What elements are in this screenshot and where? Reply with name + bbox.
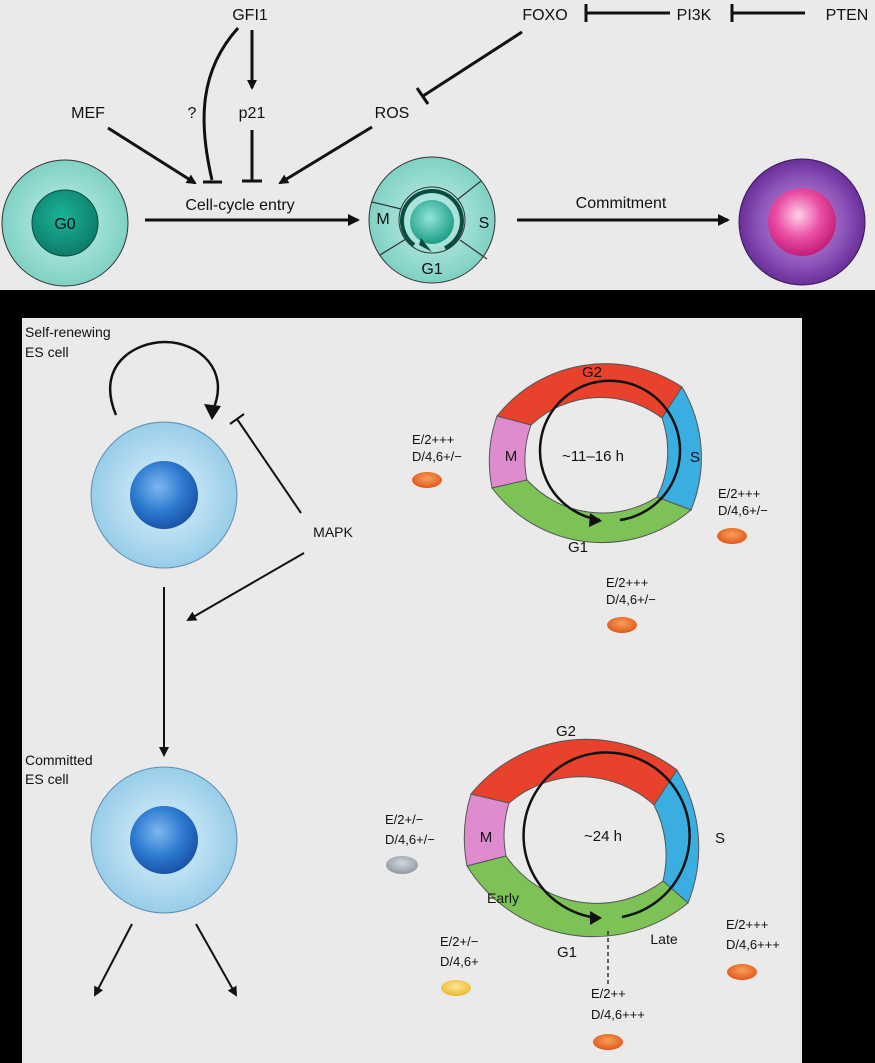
p21-label: p21 bbox=[239, 105, 266, 122]
ros-label: ROS bbox=[375, 105, 410, 122]
g0-label: G0 bbox=[54, 216, 75, 233]
s-label: S bbox=[690, 449, 700, 466]
m-label: M bbox=[480, 829, 493, 846]
committed-es-cell bbox=[90, 766, 238, 914]
m-cyclin-dot bbox=[386, 856, 418, 874]
commitment-label: Commitment bbox=[576, 195, 667, 212]
pi3k-label: PI3K bbox=[677, 7, 712, 24]
g2-label: G2 bbox=[582, 364, 602, 381]
cell-cycle-entry-label: Cell-cycle entry bbox=[185, 197, 294, 214]
m-phase-label: M bbox=[376, 211, 389, 228]
question-label: ? bbox=[188, 105, 197, 122]
foxo-label: FOXO bbox=[522, 7, 567, 24]
late-label: Late bbox=[650, 931, 677, 947]
g1-cyclin-dot bbox=[607, 617, 637, 633]
g1-segment bbox=[491, 479, 692, 544]
s-note-line1: E/2+++ bbox=[718, 486, 760, 501]
cycle-direction-arc bbox=[522, 751, 691, 920]
self-renewing-label-2: ES cell bbox=[25, 344, 69, 360]
cycling-nucleus bbox=[410, 200, 454, 244]
late-note-line1: E/2+++ bbox=[726, 917, 768, 932]
g1-note-line2: D/4,6+/− bbox=[606, 592, 656, 607]
g2-segment bbox=[470, 738, 678, 806]
foxo-inhibit-bar bbox=[415, 87, 430, 105]
es-cell-nucleus bbox=[130, 461, 198, 529]
cycle-direction-head bbox=[419, 238, 432, 252]
m-note-line2: D/4,6+/− bbox=[385, 832, 435, 847]
g1-note-line1: E/2+++ bbox=[606, 575, 648, 590]
committed-cell-cycle: G2 M S G1 Early Late ~24 h E/2+/− D/4,6+… bbox=[385, 723, 780, 1050]
cycle-divider bbox=[371, 201, 402, 210]
quiescent-hsc: G0 bbox=[1, 159, 129, 287]
early-note-line1: E/2+/− bbox=[440, 934, 478, 949]
mapk-label: MAPK bbox=[313, 524, 353, 540]
mef-to-entry-arrow bbox=[107, 126, 197, 185]
mapk-inhibit-bar bbox=[229, 413, 245, 425]
gfi1-label: GFI1 bbox=[232, 7, 268, 24]
committed-es-nucleus bbox=[130, 806, 198, 874]
cycle-divider bbox=[379, 238, 407, 256]
cycle-divider bbox=[459, 239, 488, 260]
cycle-duration: ~24 h bbox=[584, 828, 622, 845]
s-label: S bbox=[715, 830, 725, 847]
cycle-direction-arc bbox=[399, 188, 464, 250]
committed-nucleus bbox=[768, 188, 836, 256]
self-renewal-arrowhead bbox=[204, 404, 221, 420]
m-note-line1: E/2+++ bbox=[412, 432, 454, 447]
early-label: Early bbox=[487, 890, 519, 906]
m-label: M bbox=[505, 448, 518, 465]
gfi1-inhibit-curve bbox=[202, 26, 240, 181]
g1-note-line1: E/2++ bbox=[591, 986, 626, 1001]
cycling-cell-inner-ring bbox=[398, 186, 466, 254]
hsc-nucleus bbox=[31, 189, 99, 257]
cycle-direction-head bbox=[589, 513, 602, 527]
cycle-divider bbox=[456, 180, 482, 201]
m-note-line1: E/2+/− bbox=[385, 812, 423, 827]
es-cell-diagram: Self-renewing ES cell MAPK Committed ES … bbox=[25, 324, 780, 1050]
s-cyclin-dot bbox=[717, 528, 747, 544]
g1-cyclin-dot bbox=[593, 1034, 623, 1050]
g2-segment bbox=[496, 363, 683, 426]
mapk-to-commitment-arrow bbox=[186, 552, 305, 622]
g2-label: G2 bbox=[556, 723, 576, 740]
g1-note-line2: D/4,6+++ bbox=[591, 1007, 645, 1022]
committed-progenitor bbox=[738, 158, 866, 286]
s-phase-label: S bbox=[479, 215, 490, 232]
early-g1-cyclin-dot bbox=[441, 980, 471, 996]
cycling-hsc: M S G1 bbox=[368, 156, 496, 284]
pten-label: PTEN bbox=[826, 7, 869, 24]
late-note-line2: D/4,6+++ bbox=[726, 937, 780, 952]
foxo-inhibit-ros-line bbox=[422, 30, 523, 98]
committed-label-2: ES cell bbox=[25, 771, 69, 787]
self-renewing-label: Self-renewing bbox=[25, 324, 111, 340]
s-segment bbox=[653, 769, 700, 904]
g1-label: G1 bbox=[557, 944, 577, 961]
top-pathway: GFI1 FOXO PI3K PTEN MEF ? p21 ROS Cell-c… bbox=[1, 4, 869, 287]
self-renewal-loop bbox=[109, 340, 220, 416]
late-g1-cyclin-dot bbox=[727, 964, 757, 980]
early-note-line2: D/4,6+ bbox=[440, 954, 479, 969]
g1-phase-label: G1 bbox=[421, 261, 442, 278]
ros-to-entry-arrow bbox=[278, 125, 373, 185]
lineage-arrow-left bbox=[94, 923, 133, 997]
m-note-line2: D/4,6+/− bbox=[412, 449, 462, 464]
g1-label: G1 bbox=[568, 539, 588, 556]
committed-label: Committed bbox=[25, 752, 93, 768]
lineage-arrow-right bbox=[195, 923, 237, 997]
mapk-inhibit-line bbox=[236, 418, 302, 514]
es-cell-cycle: G2 M S G1 ~11–16 h E/2+++ D/4,6+/− E/2++… bbox=[412, 363, 768, 633]
cycle-duration: ~11–16 h bbox=[562, 448, 624, 465]
m-cyclin-dot bbox=[412, 472, 442, 488]
cycle-direction-arc bbox=[538, 379, 682, 522]
s-note-line2: D/4,6+/− bbox=[718, 503, 768, 518]
cycle-direction-head bbox=[590, 911, 602, 925]
g1-segment bbox=[466, 855, 689, 938]
self-renewing-es-cell bbox=[90, 421, 238, 569]
mef-label: MEF bbox=[71, 105, 105, 122]
